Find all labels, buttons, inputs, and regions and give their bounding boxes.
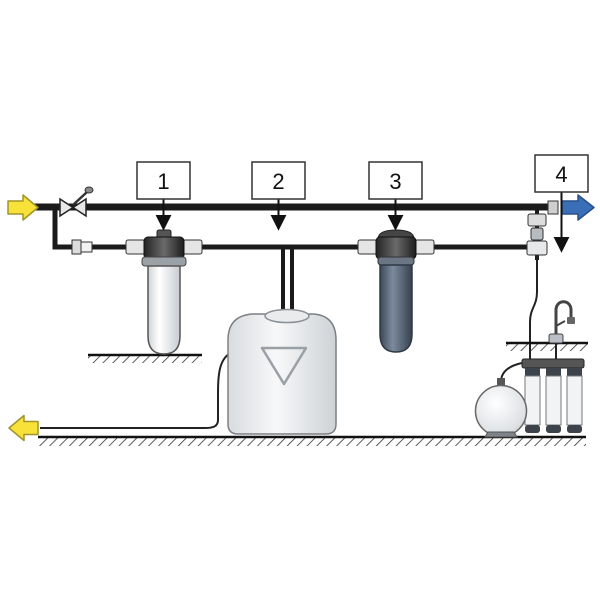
- label-1: 1: [136, 161, 191, 231]
- ro-cartridge-1-cap: [525, 368, 540, 376]
- ro-cartridge-1: [524, 368, 541, 433]
- branch-union-nut: [71, 239, 82, 255]
- ro-cartridge-1-body: [524, 375, 541, 426]
- ro-cartridge-3-cap: [567, 368, 582, 376]
- label-2-text: 2: [272, 169, 284, 194]
- valve-lever: [72, 191, 88, 206]
- wall-shelf: [88, 353, 202, 363]
- label-1-text: 1: [157, 169, 169, 194]
- main-shutoff-valve: [59, 186, 94, 218]
- ro-manifold: [521, 358, 585, 369]
- drain-flow-arrow: [8, 414, 39, 442]
- ro-cartridge-2-body: [545, 375, 562, 426]
- sediment-filter: [125, 229, 203, 355]
- filter1-sump: [147, 265, 181, 355]
- label-3-box: [368, 161, 423, 200]
- floor: [38, 435, 586, 446]
- inlet-flow-arrow: [7, 194, 39, 221]
- valve-body-right: [71, 197, 87, 218]
- floor-hatch: [38, 437, 586, 446]
- pressure-tank-fitting: [497, 378, 505, 387]
- ro-cartridge-2-foot: [546, 425, 561, 433]
- ro-cartridge-3: [566, 368, 583, 433]
- ro-cartridge-3-foot: [567, 425, 582, 433]
- outlet-flow-arrow: [561, 194, 595, 221]
- feed-valve-top-nut: [527, 213, 547, 227]
- ro-cartridge-1-foot: [525, 425, 540, 433]
- label-4-box: [534, 154, 589, 193]
- wall-shelf-hatch: [88, 355, 202, 363]
- label-4: 4: [534, 154, 589, 253]
- ro-feed-tube: [529, 256, 538, 360]
- ro-cartridge-2-cap: [546, 368, 561, 376]
- softener-body: [227, 313, 337, 435]
- label-1-box: [136, 161, 191, 200]
- ro-system: [474, 300, 585, 438]
- label-4-text: 4: [555, 162, 567, 187]
- filter3-sump: [379, 264, 413, 353]
- filter3-collar: [377, 256, 415, 266]
- valve-body-left: [59, 197, 75, 218]
- softener-lid: [264, 308, 310, 324]
- drain-tube: [40, 351, 233, 429]
- ro-faucet: [548, 300, 575, 344]
- carbon-filter: [357, 229, 435, 353]
- pipes: [34, 203, 556, 318]
- faucet-handle: [555, 320, 566, 327]
- counter-shelf: [506, 341, 588, 351]
- faucet-gooseneck: [554, 300, 573, 334]
- softener-logo-triangle: [260, 346, 308, 386]
- faucet-spout-tip: [567, 317, 575, 324]
- filter1-head: [143, 236, 185, 260]
- callout-labels: 1 2 3 4: [136, 154, 589, 253]
- label-3-text: 3: [389, 169, 401, 194]
- filter1-collar: [141, 256, 187, 267]
- branch-union-body: [80, 241, 93, 253]
- ro-cartridge-2: [545, 368, 562, 433]
- valve-lever-knob: [84, 186, 94, 194]
- ro-cartridge-3-body: [566, 375, 583, 426]
- label-3: 3: [368, 161, 423, 231]
- ro-filter-unit: [521, 358, 585, 433]
- filter3-left-union: [357, 239, 378, 255]
- water-softener: [227, 308, 337, 435]
- faucet-base: [548, 333, 564, 344]
- label-2: 2: [251, 161, 306, 231]
- main-pipe-end-fitting: [547, 200, 559, 215]
- filter1-right-union: [182, 239, 203, 255]
- pressure-tank: [474, 378, 528, 438]
- filter3-head: [375, 236, 417, 260]
- feed-valve-body: [530, 227, 544, 241]
- pressure-tank-base: [484, 431, 518, 438]
- ro-feed-valve: [526, 200, 559, 256]
- label-2-box: [251, 161, 306, 200]
- counter-shelf-hatch: [506, 343, 588, 351]
- filter1-left-union: [125, 239, 146, 255]
- feed-valve-union: [526, 240, 548, 256]
- filter3-right-union: [414, 239, 435, 255]
- branch-union-fitting: [71, 239, 93, 255]
- flow-arrows: [7, 194, 595, 442]
- pressure-tank-sphere: [474, 384, 528, 438]
